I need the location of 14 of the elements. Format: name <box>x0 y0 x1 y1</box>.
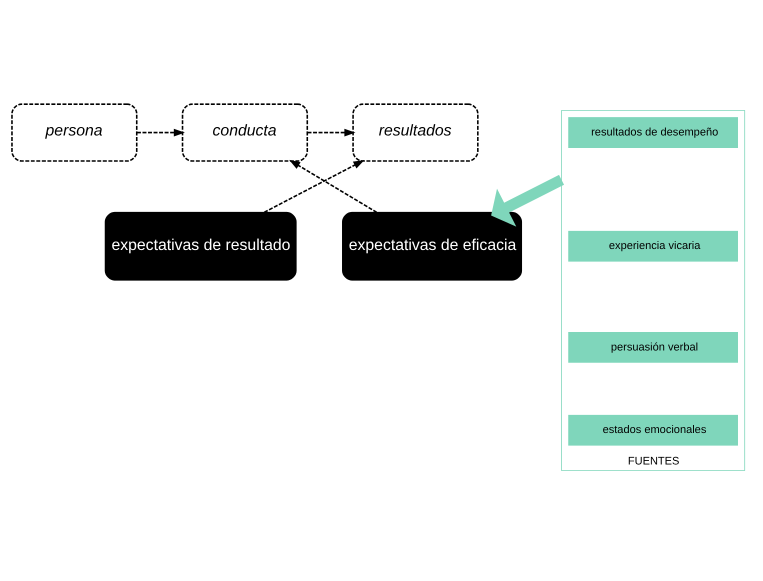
node-box: estados emocionales <box>567 414 739 446</box>
node-box: expectativas de eficacia <box>342 212 522 281</box>
node-box: conducta <box>182 103 308 162</box>
node-box: experiencia vicaria <box>567 230 739 262</box>
node-box: persona <box>11 103 138 162</box>
node-box: resultados <box>352 103 479 162</box>
arrow <box>308 128 356 136</box>
arrow <box>136 128 185 136</box>
arrow <box>264 160 364 214</box>
node-box: expectativas de resultado <box>104 212 297 281</box>
node-box: resultados de desempeño <box>567 116 739 149</box>
arrow <box>289 160 378 213</box>
arrow <box>491 174 564 227</box>
node-box: persuasión verbal <box>567 331 739 364</box>
